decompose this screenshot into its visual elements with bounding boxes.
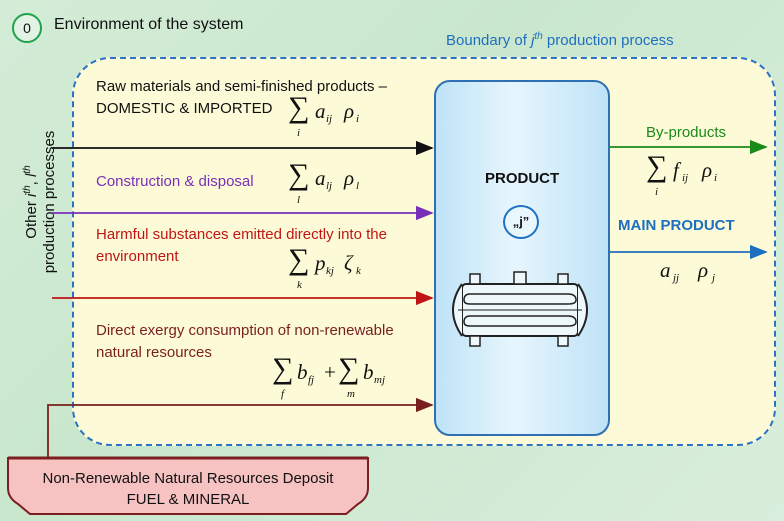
boundary-sup: th bbox=[534, 31, 543, 42]
product-title: PRODUCT bbox=[485, 170, 560, 187]
environment-label: Environment of the system bbox=[54, 16, 244, 33]
raw-materials-formula: ∑ i a ij ρ i bbox=[288, 91, 360, 140]
resource-deposit-label: Non-Renewable Natural Resources Deposit … bbox=[8, 468, 368, 510]
product-box bbox=[434, 80, 610, 436]
environment-badge: 0 bbox=[12, 13, 42, 43]
heat-exchanger-icon bbox=[452, 271, 588, 347]
boundary-suffix: production process bbox=[542, 32, 674, 49]
main-product-formula: a jj ρ j bbox=[660, 258, 716, 284]
boundary-label: Boundary of jth production process bbox=[446, 31, 674, 49]
raw-materials-label: Raw materials and semi-finished products… bbox=[96, 76, 387, 120]
deposit-line1: Non-Renewable Natural Resources Deposit bbox=[42, 470, 334, 487]
resource-deposit-container bbox=[7, 456, 369, 515]
byproducts-formula: ∑ i f ij ρ i bbox=[646, 150, 718, 199]
boundary-prefix: Boundary of bbox=[446, 32, 532, 49]
construction-label: Construction & disposal bbox=[96, 173, 254, 190]
harmful-formula: ∑ k p kj ζ k bbox=[288, 243, 361, 292]
harmful-line2: environment bbox=[96, 248, 179, 265]
exergy-arrow bbox=[47, 397, 434, 462]
boundary-var: j bbox=[531, 32, 535, 49]
exergy-line2: natural resources bbox=[96, 344, 212, 361]
exergy-label: Direct exergy consumption of non-renewab… bbox=[96, 320, 394, 364]
exergy-line1: Direct exergy consumption of non-renewab… bbox=[96, 322, 394, 339]
main-product-label: MAIN PRODUCT bbox=[618, 217, 735, 234]
exergy-formula: ∑ f b fj + ∑ m b mj bbox=[272, 352, 385, 401]
harmful-line1: Harmful substances emitted directly into… bbox=[96, 226, 387, 243]
harmful-label: Harmful substances emitted directly into… bbox=[96, 224, 387, 268]
deposit-line2: FUEL & MINERAL bbox=[126, 491, 250, 508]
byproducts-label: By-products bbox=[646, 124, 727, 141]
raw-materials-line2: DOMESTIC & IMPORTED bbox=[96, 100, 273, 117]
construction-formula: ∑ l a lj ρ l bbox=[288, 158, 360, 207]
raw-materials-line1: Raw materials and semi-finished products… bbox=[96, 78, 387, 95]
product-j-badge: „j” bbox=[503, 205, 539, 239]
